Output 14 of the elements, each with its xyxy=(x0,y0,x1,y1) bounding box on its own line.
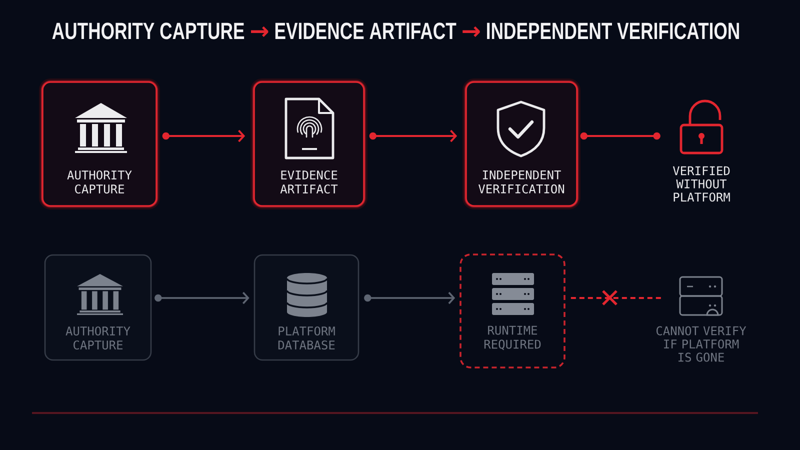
process-box: INDEPENDENT VERIFICATION xyxy=(462,78,580,210)
arrow xyxy=(369,130,458,142)
process-box: AUTHORITY CAPTURE xyxy=(39,78,160,210)
process-box: EVIDENCE ARTIFACT xyxy=(250,78,368,210)
node-label: CANNOT VERIFY IF PLATFORM IS GONE xyxy=(656,326,746,362)
node-label: VERIFIED WITHOUT PLATFORM xyxy=(672,166,730,202)
connector-line xyxy=(580,132,660,140)
dashed-line xyxy=(570,297,662,299)
arrow xyxy=(162,130,246,142)
dashed-box: RUNTIME REQUIRED xyxy=(460,254,566,368)
arrow xyxy=(364,292,456,304)
arrow xyxy=(154,292,250,304)
process-box: AUTHORITY CAPTURE xyxy=(44,254,152,361)
title: AUTHORITY CAPTURE → EVIDENCE ARTIFACT → INDEPENDENT VERIFICATION xyxy=(52,22,739,40)
